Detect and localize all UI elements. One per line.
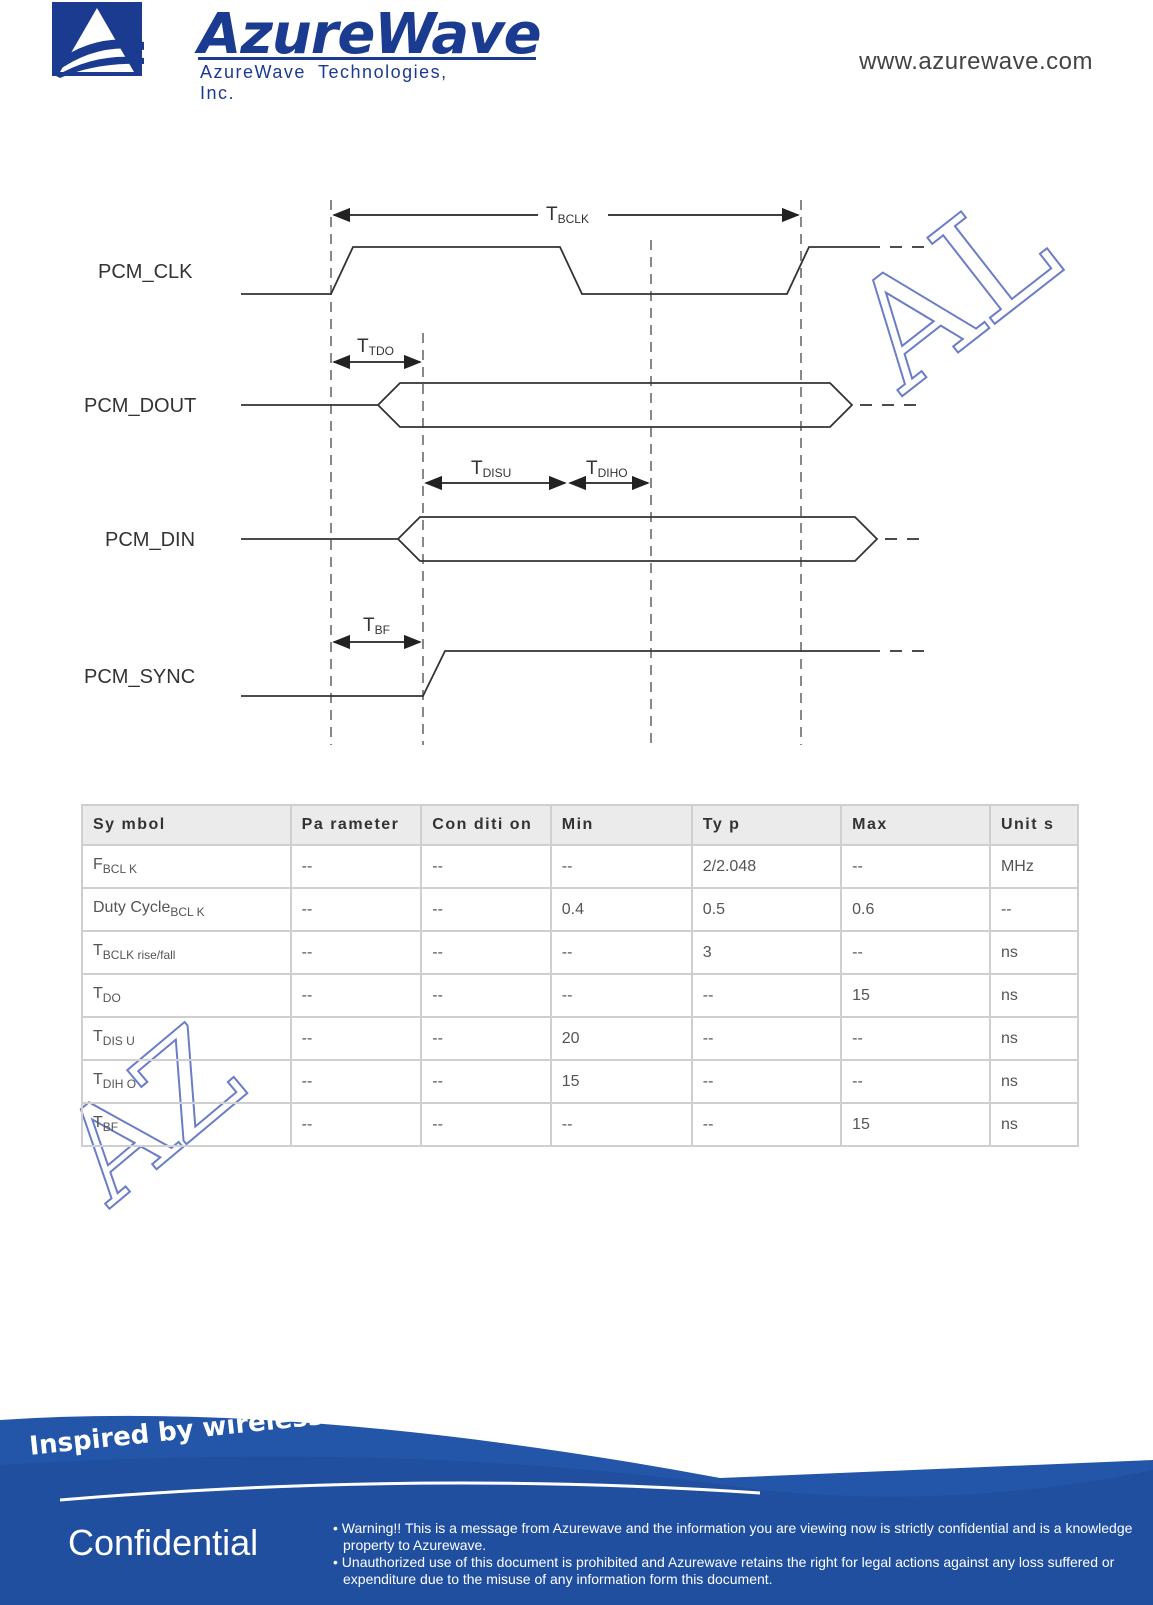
table-row: TDIH O -- -- 15 -- -- ns — [81, 1059, 1080, 1104]
cell-typ: -- — [690, 973, 843, 1018]
col-header-symbol: Sy mbol — [81, 804, 292, 846]
timing-label-ttdo: TTDO — [357, 336, 394, 358]
cell-min: -- — [549, 930, 693, 975]
company-name: AzureWave Technologies, Inc. — [200, 62, 448, 103]
cell-parameter: -- — [289, 930, 423, 975]
reference-lines — [330, 200, 802, 745]
waveform-pcm-sync — [241, 650, 880, 697]
cell-min: -- — [549, 973, 693, 1018]
cell-unit: -- — [988, 887, 1080, 932]
footer-wave-front — [0, 1456, 1153, 1605]
website-url[interactable]: www.azurewave.com — [859, 48, 1093, 75]
pcm-timing-diagram: PCM_CLK PCM_DOUT PCM_DIN PCM_SYNC TBCLK … — [84, 200, 925, 745]
timing-label-tbf: TBF — [363, 615, 390, 637]
cell-min: -- — [549, 1102, 693, 1147]
cell-min: 20 — [549, 1016, 693, 1061]
table-row: TBF -- -- -- -- 15 ns — [81, 1102, 1080, 1147]
table-row: TDO -- -- -- -- 15 ns — [81, 973, 1080, 1018]
cell-unit: MHz — [988, 844, 1080, 889]
footer-banner — [0, 1415, 1153, 1605]
table-row: FBCL K -- -- -- 2/2.048 -- MHz — [81, 844, 1080, 889]
timing-label-tbclk: TBCLK — [546, 204, 589, 226]
company-logo: AzureWave AzureWave Technologies, Inc. — [52, 2, 542, 103]
footer-swoosh — [59, 1481, 761, 1502]
col-header-condition: Con diti on — [420, 804, 552, 846]
cell-symbol: TDIS U — [81, 1016, 292, 1061]
cell-max: 15 — [840, 973, 991, 1018]
cell-symbol: TDO — [81, 973, 292, 1018]
cell-typ: 0.5 — [690, 887, 843, 932]
cell-max: -- — [840, 844, 991, 889]
signal-label-pcm-din: PCM_DIN — [105, 529, 195, 551]
signal-label-pcm-clk: PCM_CLK — [98, 261, 193, 283]
cell-max: 0.6 — [840, 887, 991, 932]
cell-unit: ns — [988, 930, 1080, 975]
waveform-pcm-clk — [241, 246, 880, 295]
cell-condition: -- — [420, 973, 552, 1018]
timing-label-tdisu: TDISU — [471, 458, 511, 480]
cell-condition: -- — [420, 1059, 552, 1104]
footer-confidential: Confidential — [68, 1522, 259, 1563]
cell-parameter: -- — [289, 1059, 423, 1104]
cell-parameter: -- — [289, 973, 423, 1018]
timing-label-tdiho: TDIHO — [586, 458, 628, 480]
cell-symbol: TBF — [81, 1102, 292, 1147]
table-header-row: Sy mbol Pa rameter Con diti on Min Ty p … — [81, 804, 1080, 846]
logo-rule — [198, 57, 536, 60]
cell-parameter: -- — [289, 1016, 423, 1061]
cell-parameter: -- — [289, 1102, 423, 1147]
waveform-pcm-din-bus — [396, 516, 879, 562]
cell-condition: -- — [420, 844, 552, 889]
cell-max: -- — [840, 930, 991, 975]
waveform-pcm-dout-bus — [376, 382, 854, 428]
cell-min: 0.4 — [549, 887, 693, 932]
col-header-units: Unit s — [988, 804, 1080, 846]
cell-max: -- — [840, 1016, 991, 1061]
cell-condition: -- — [420, 1016, 552, 1061]
logo-mark-icon — [52, 2, 144, 78]
table-row: TBCLK rise/fall -- -- -- 3 -- ns — [81, 930, 1080, 975]
col-header-max: Max — [840, 804, 991, 846]
cell-typ: -- — [690, 1059, 843, 1104]
col-header-typ: Ty p — [690, 804, 843, 846]
cell-parameter: -- — [289, 844, 423, 889]
col-header-min: Min — [549, 804, 693, 846]
warning-line-1: • Warning!! This is a message from Azure… — [333, 1520, 1133, 1553]
cell-unit: ns — [988, 1102, 1080, 1147]
signal-label-pcm-dout: PCM_DOUT — [84, 395, 196, 417]
table-row: TDIS U -- -- 20 -- -- ns — [81, 1016, 1080, 1061]
cell-symbol: Duty CycleBCL K — [81, 887, 292, 932]
cell-unit: ns — [988, 973, 1080, 1018]
cell-max: 15 — [840, 1102, 991, 1147]
brand-name: AzureWave — [198, 2, 542, 67]
signal-label-pcm-sync: PCM_SYNC — [84, 666, 195, 688]
cell-symbol: FBCL K — [81, 844, 292, 889]
cell-min: 15 — [549, 1059, 693, 1104]
cell-unit: ns — [988, 1059, 1080, 1104]
col-header-parameter: Pa rameter — [289, 804, 423, 846]
cell-max: -- — [840, 1059, 991, 1104]
cell-typ: 2/2.048 — [690, 844, 843, 889]
cell-min: -- — [549, 844, 693, 889]
cell-condition: -- — [420, 930, 552, 975]
table-row: Duty CycleBCL K -- -- 0.4 0.5 0.6 -- — [81, 887, 1080, 932]
cell-parameter: -- — [289, 887, 423, 932]
cell-typ: 3 — [690, 930, 843, 975]
cell-symbol: TBCLK rise/fall — [81, 930, 292, 975]
cell-symbol: TDIH O — [81, 1059, 292, 1104]
cell-condition: -- — [420, 887, 552, 932]
cell-unit: ns — [988, 1016, 1080, 1061]
pcm-timing-spec-table: Sy mbol Pa rameter Con diti on Min Ty p … — [81, 804, 1080, 1147]
cell-typ: -- — [690, 1102, 843, 1147]
cell-condition: -- — [420, 1102, 552, 1147]
cell-typ: -- — [690, 1016, 843, 1061]
warning-line-2: • Unauthorized use of this document is p… — [333, 1554, 1115, 1587]
footer-warnings: • Warning!! This is a message from Azure… — [333, 1520, 1133, 1588]
